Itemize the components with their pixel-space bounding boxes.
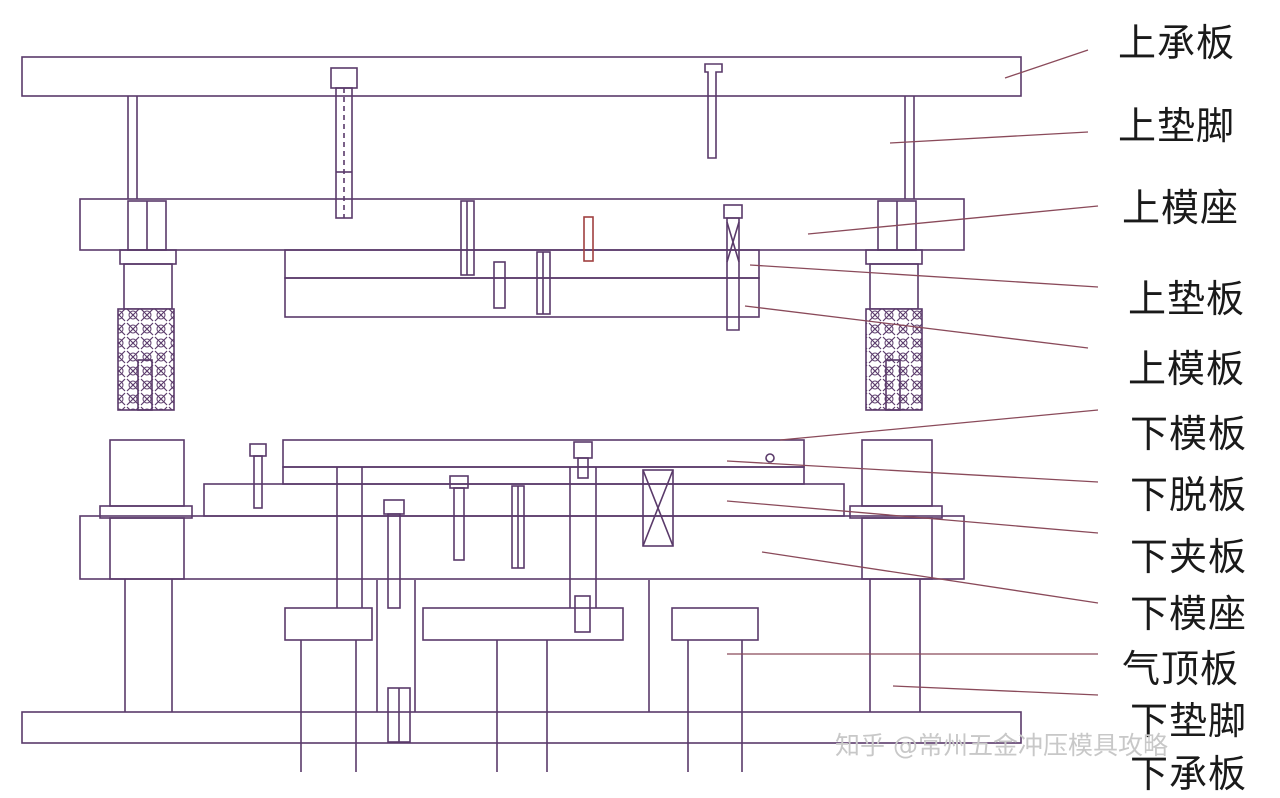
label-lower-clamp-plate: 下夹板 bbox=[1130, 535, 1248, 579]
air-ejector-plate-right bbox=[671, 607, 759, 641]
air-ejector-plate-mid bbox=[422, 607, 624, 641]
label-lower-spacer-foot: 下垫脚 bbox=[1130, 699, 1248, 743]
label-lower-bearing-plate: 下承板 bbox=[1130, 752, 1248, 796]
label-upper-die-plate: 上模板 bbox=[1128, 347, 1246, 391]
air-ejector-plate-left bbox=[284, 607, 373, 641]
label-lower-die-plate: 下模板 bbox=[1130, 412, 1248, 456]
upper-die-base bbox=[79, 198, 965, 251]
lower-die-plate bbox=[282, 439, 805, 468]
label-air-ejector-plate: 气顶板 bbox=[1122, 647, 1240, 691]
lower-die-base bbox=[79, 515, 965, 580]
label-lower-stripper-plate: 下脱板 bbox=[1130, 473, 1248, 517]
lower-stripper-plate bbox=[282, 466, 805, 485]
label-upper-bearing-plate: 上承板 bbox=[1118, 21, 1236, 65]
upper-backing-plate bbox=[284, 249, 760, 279]
label-lower-die-base: 下模座 bbox=[1130, 592, 1248, 636]
upper-bearing-plate bbox=[21, 56, 1022, 97]
watermark: 知乎 @常州五金冲压模具攻略 bbox=[835, 731, 1168, 760]
label-upper-backing-plate: 上垫板 bbox=[1128, 277, 1246, 321]
label-upper-die-base: 上模座 bbox=[1122, 186, 1240, 230]
upper-die-plate bbox=[284, 277, 760, 318]
lower-bearing-plate bbox=[21, 711, 1022, 744]
label-upper-spacer-foot: 上垫脚 bbox=[1118, 104, 1236, 148]
